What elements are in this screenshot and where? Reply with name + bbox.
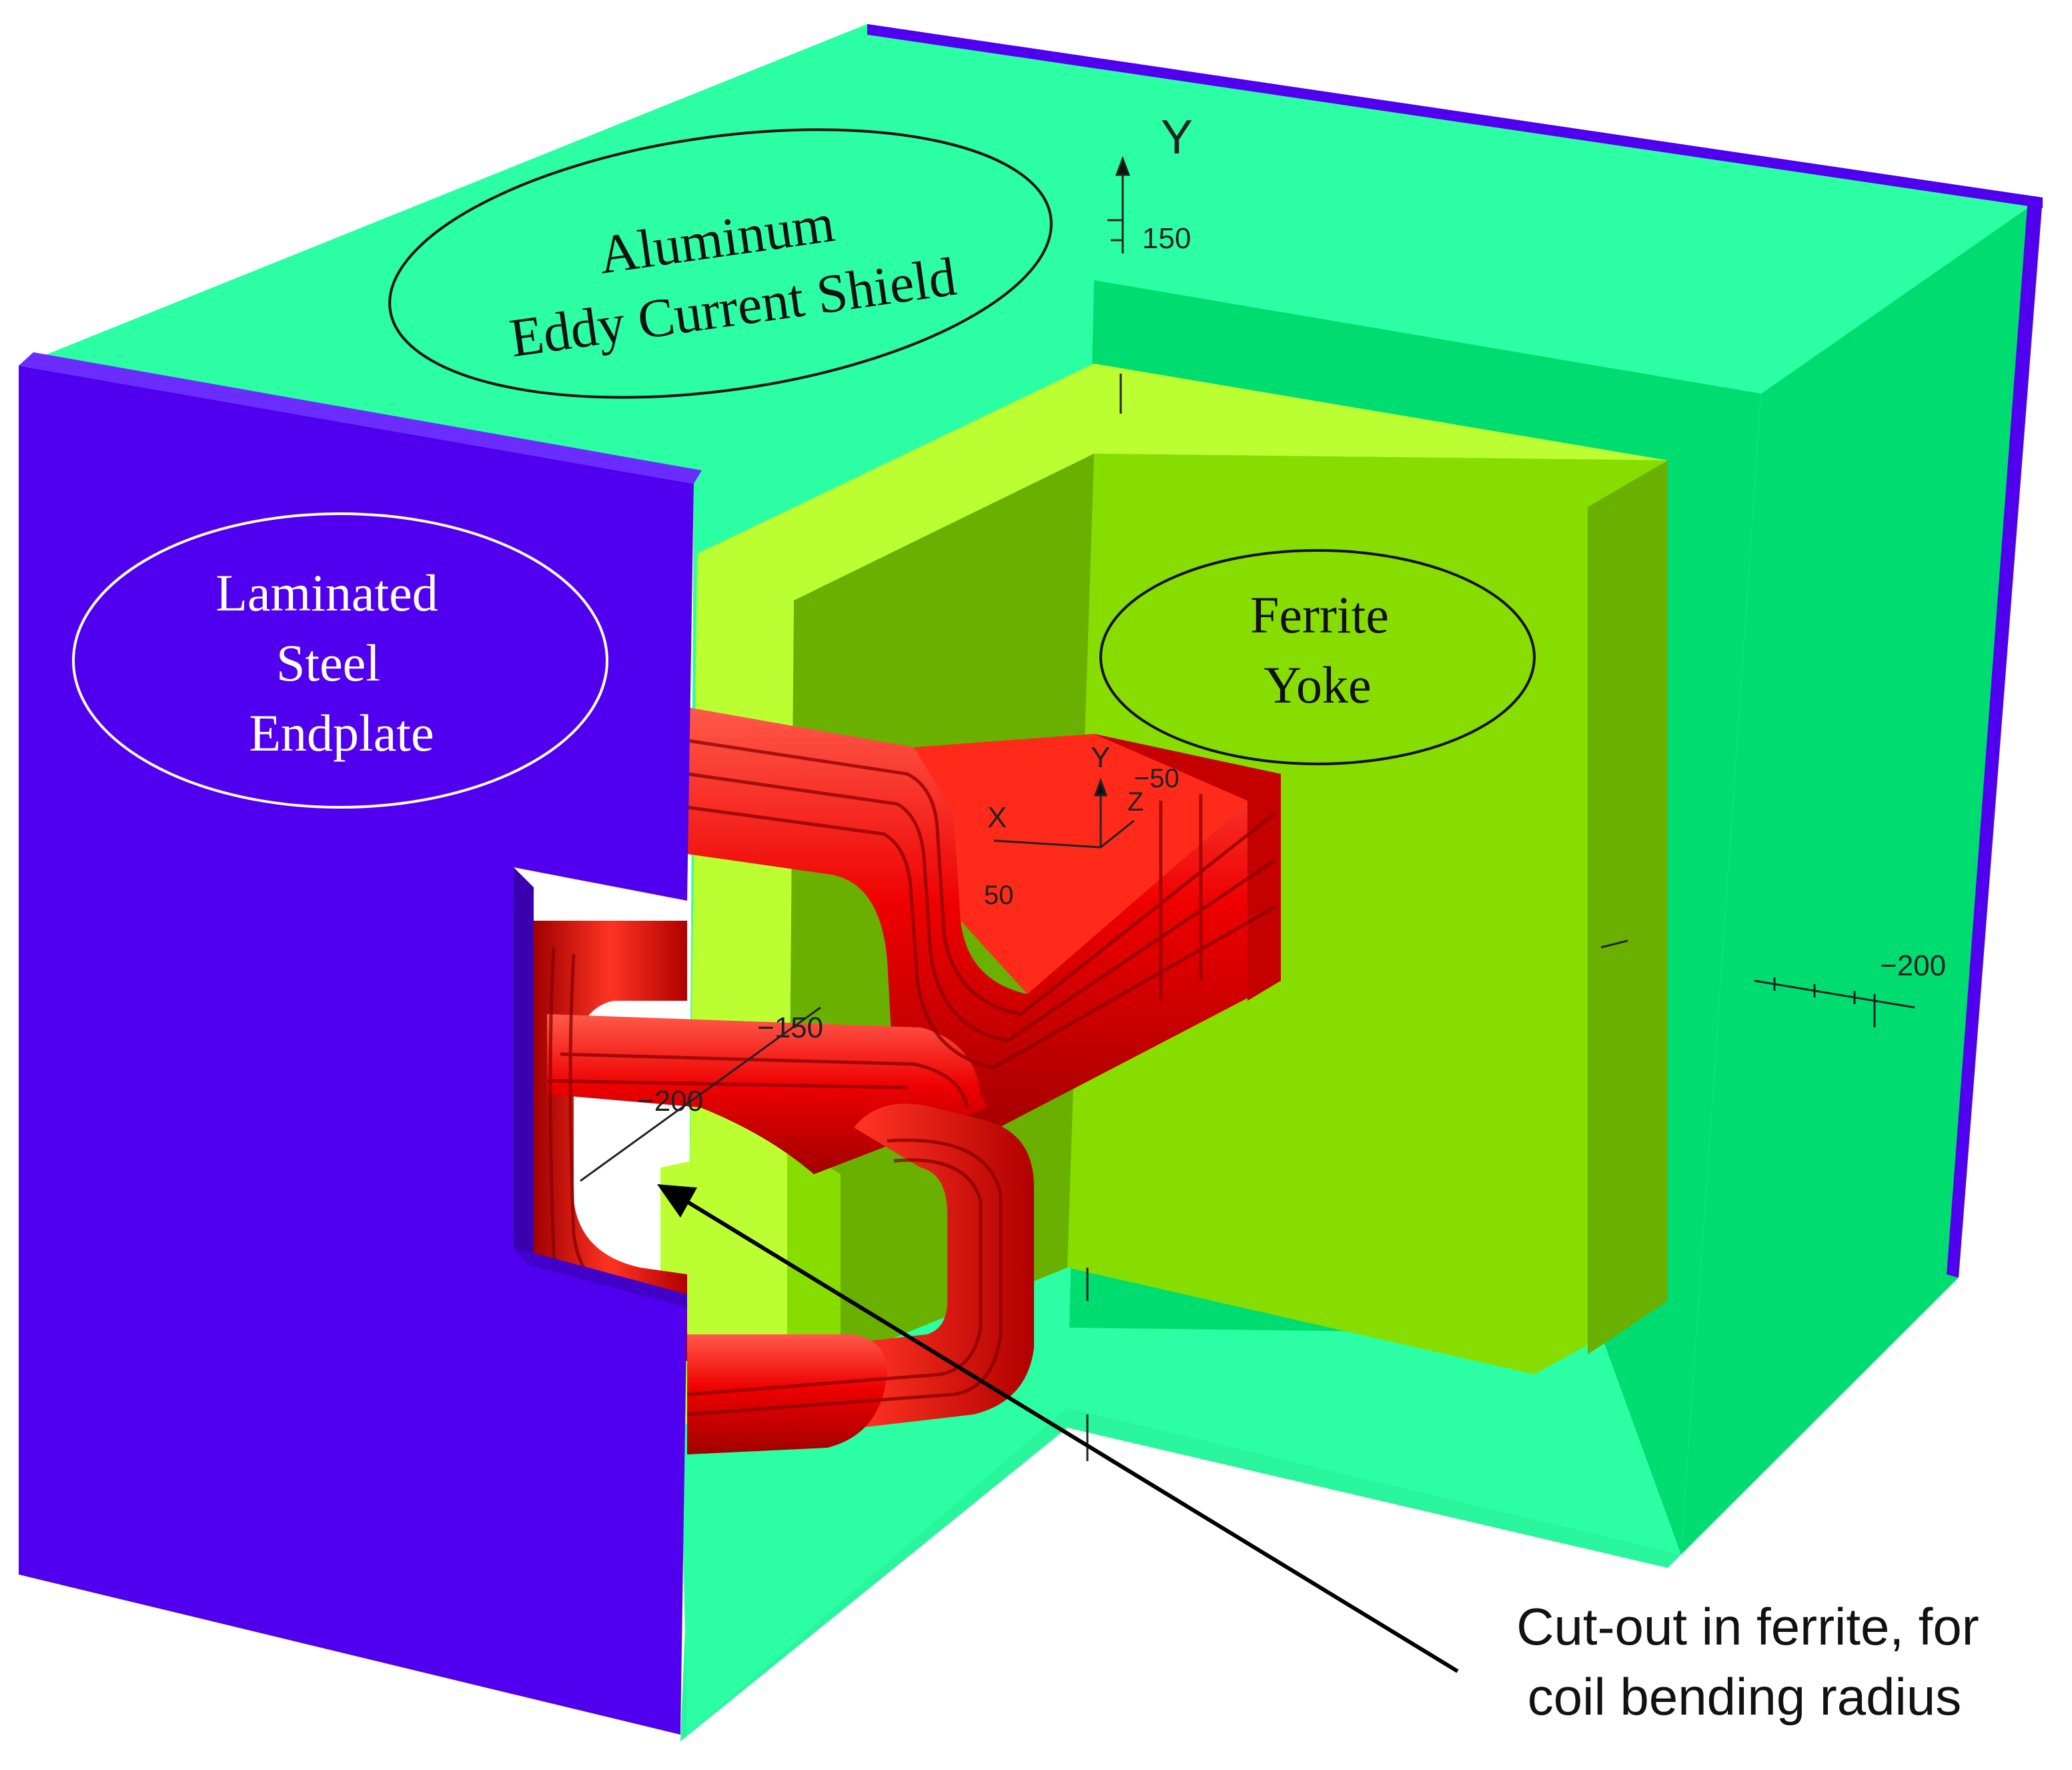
endplate-top-edge [19,352,702,484]
coil-axis-x: X [987,801,1007,834]
endplate-label-line2: Steel [276,634,380,692]
coil-axis-y: Y [1091,741,1110,774]
yoke-label-line1: Ferrite [1250,586,1389,644]
cutout-arrow [657,1184,1459,1673]
y-tick-150: 150 [1142,222,1191,255]
shield-top-left-face [19,24,1094,484]
yoke-front-face [1067,454,1668,1374]
right-tick-neg200: −200 [1880,949,1946,982]
yoke-top-face [697,364,1668,600]
coil-winding-lines [546,739,1275,1416]
cutout-label-line1: Cut-out in ferrite, for [1516,1597,1979,1656]
endplate-notch-shade [514,867,534,1254]
endplate-label-line1: Laminated [215,564,438,622]
coil-upper-bundle [687,707,1281,1148]
endplate-notch-bottom [514,1248,687,1308]
endplate-front-face [19,366,694,1735]
yoke-label-line2: Yoke [1263,656,1371,714]
front-tick-neg150: −150 [757,1011,823,1044]
yoke-label-ellipse [1099,549,1536,765]
front-tick-neg200: −200 [637,1085,703,1118]
coil-axis-z: Z [1127,787,1143,817]
coil-bottom-bundle [687,1334,887,1454]
yoke-cutout-side [787,1141,841,1394]
y-axis-label: Y [1161,111,1193,164]
shield-back-top-edge [867,24,2043,208]
coil-top-face [914,734,1281,994]
endplate-label-line3: Endplate [249,704,434,762]
axis-annotations [580,155,1915,1461]
arrow-head [657,1184,697,1218]
yoke-right-face [1588,460,1668,1354]
coil-tick-neg50: −50 [1134,764,1179,793]
cutout-label-line2: coil bending radius [1528,1667,1961,1726]
coil-end-face [1094,734,1281,1001]
endplate-label-ellipse [72,512,608,809]
coil-tick-50: 50 [984,881,1014,910]
shield-label-ellipse [388,128,1053,399]
shield-back-right-edge [1947,197,2043,1278]
steel-endplate [19,24,2043,1735]
shield-lower-right [1067,1328,1681,1555]
